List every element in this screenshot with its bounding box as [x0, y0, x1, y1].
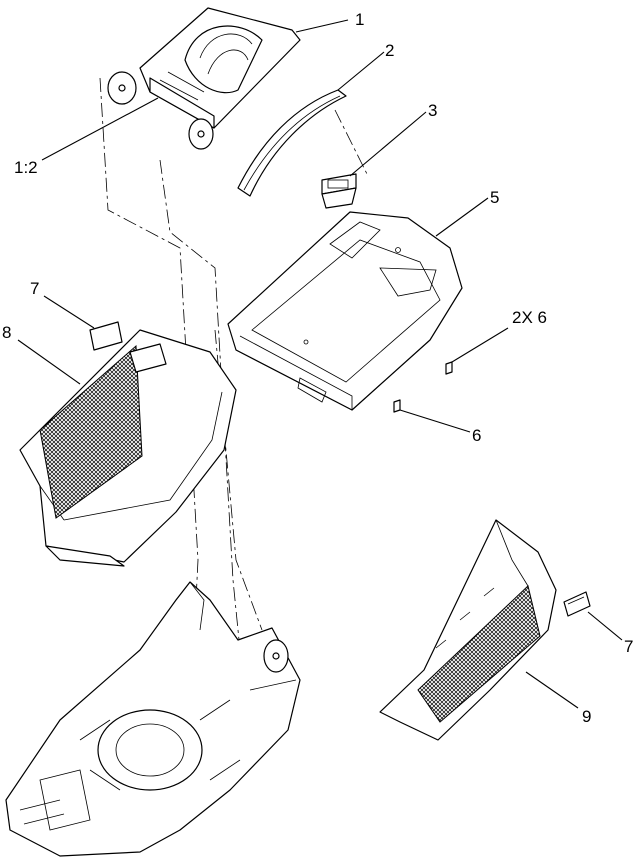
label-7-right: 7 — [624, 637, 633, 656]
label-8: 8 — [2, 323, 11, 342]
label-2x6: 2X 6 — [512, 308, 547, 327]
label-7-left: 7 — [30, 279, 39, 298]
screws-6 — [393, 361, 453, 413]
label-3: 3 — [428, 101, 437, 120]
part-2-grip-bar — [237, 89, 347, 197]
part-7-label-right — [563, 591, 591, 617]
label-2: 2 — [385, 41, 394, 60]
part-7-label-left — [89, 321, 123, 351]
label-5: 5 — [490, 188, 499, 207]
label-1: 1 — [355, 10, 364, 29]
label-6: 6 — [472, 426, 481, 445]
part-5-motor-cover — [227, 211, 463, 411]
part-9-rear-catcher — [379, 519, 557, 741]
part-1-handle-console — [107, 7, 301, 150]
part-8-grass-catcher — [19, 329, 237, 567]
leader-lines — [17, 19, 623, 709]
part-3-switch — [321, 173, 357, 209]
label-9: 9 — [582, 707, 591, 726]
mower-deck-base — [5, 581, 301, 857]
label-1-2: 1:2 — [14, 158, 38, 177]
